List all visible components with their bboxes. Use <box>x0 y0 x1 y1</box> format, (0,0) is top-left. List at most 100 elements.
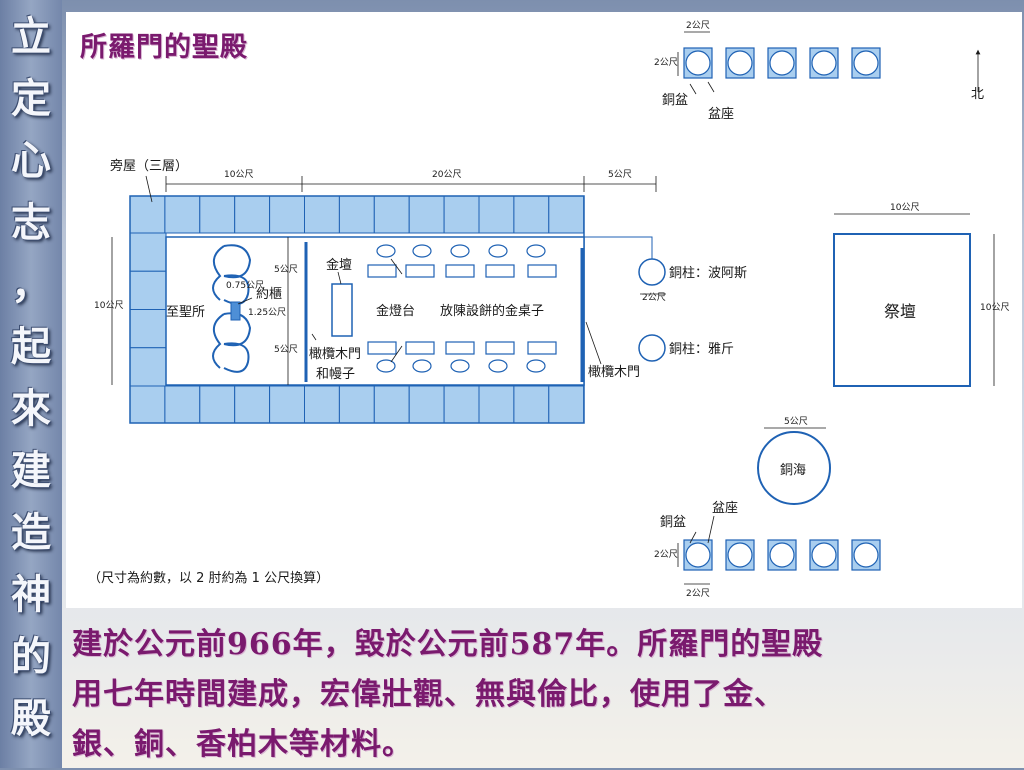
side-room-cell <box>338 195 375 234</box>
side-room-cell <box>199 385 236 424</box>
side-room-cell <box>478 195 515 234</box>
bronze-basin <box>769 542 795 568</box>
label-dim-5m-upper: 5公尺 <box>274 264 298 275</box>
label-note: （尺寸為約數，以 2 肘約為 1 公尺換算） <box>88 570 329 586</box>
caption: 建於公元前966年，毀於公元前587年。所羅門的聖殿 用七年時間建成，宏偉壯觀、… <box>72 620 1012 770</box>
side-room-cell <box>129 195 166 234</box>
bronze-sea <box>757 431 831 505</box>
lampstands-and-tables <box>367 244 557 373</box>
side-banner: 立定心志，起來建造神的殿 <box>0 0 62 768</box>
label-dim-20m-top: 20公尺 <box>432 169 461 180</box>
banner-char: 造 <box>11 510 51 556</box>
showbread-table <box>485 264 515 278</box>
pointer-lines <box>145 49 981 544</box>
side-room-cell <box>234 385 271 424</box>
banner-char: 建 <box>11 448 51 494</box>
slide-title: 所羅門的聖殿 <box>80 32 248 63</box>
bronze-basin <box>727 50 753 76</box>
label-dim-125: 1.25公尺 <box>248 307 286 318</box>
label-holy-of-holies: 至聖所 <box>166 305 205 320</box>
bronze-basin <box>727 542 753 568</box>
label-stand-bottom: 盆座 <box>712 501 738 516</box>
cherubim-wings <box>212 244 252 373</box>
lampstand <box>526 244 546 258</box>
side-room-cell <box>304 385 340 424</box>
label-outer-door: 橄欖木門 <box>588 365 640 380</box>
porch-connector-top <box>584 236 653 259</box>
banner-char: 志 <box>11 200 51 246</box>
label-lampstands: 金燈台 <box>376 303 415 319</box>
banner-char: 神 <box>11 572 51 618</box>
pillar-boaz <box>638 258 666 286</box>
lampstand <box>526 359 546 373</box>
caption-line-3: 銀、銅、香柏木等材料。 <box>72 727 413 762</box>
banner-char: 定 <box>11 76 51 122</box>
side-room-cell <box>338 385 375 424</box>
showbread-table <box>445 264 475 278</box>
label-showbread-tables: 放陳設餅的金桌子 <box>440 303 544 319</box>
label-dim-5m-top: 5公尺 <box>608 169 632 180</box>
showbread-table <box>527 341 557 355</box>
altar-square <box>833 233 971 387</box>
label-bronze-sea: 銅海 <box>780 463 806 478</box>
banner-char: 來 <box>11 386 51 432</box>
lampstand <box>488 359 508 373</box>
label-ark: 約櫃 <box>256 287 282 302</box>
banner-char: 的 <box>11 634 51 680</box>
label-dim-2m-c: 2公尺 <box>654 549 678 560</box>
bronze-basin <box>811 542 837 568</box>
banner-char: 起 <box>11 324 51 370</box>
lampstand <box>450 244 470 258</box>
label-side-rooms: 旁屋（三層） <box>110 158 188 174</box>
label-stand-top: 盆座 <box>708 107 734 122</box>
side-room-cell <box>408 195 445 234</box>
lampstand <box>488 244 508 258</box>
banner-char: 心 <box>11 138 51 184</box>
label-pillar-jachin: 銅柱：雅斤 <box>669 342 734 357</box>
caption-line-1: 建於公元前966年，毀於公元前587年。所羅門的聖殿 <box>72 627 824 662</box>
side-room-cell <box>478 385 515 424</box>
side-room-cell <box>548 385 585 424</box>
label-inner-veil: 和幔子 <box>316 367 355 382</box>
showbread-table <box>405 264 435 278</box>
pillar-jachin <box>638 334 666 362</box>
side-room-cell <box>408 385 445 424</box>
side-room-cell <box>513 195 550 234</box>
temple-floor-plan: 旁屋（三層） 10公尺 20公尺 5公尺 10公尺 5公尺 5公尺 0.75公尺… <box>66 12 1022 608</box>
label-golden-altar: 金壇 <box>326 257 352 273</box>
golden-altar <box>331 283 353 337</box>
basins-top-row <box>683 47 881 79</box>
ark-of-covenant <box>230 301 241 321</box>
showbread-table <box>485 341 515 355</box>
side-room-cell <box>443 385 480 424</box>
label-dim-10m-altar-top: 10公尺 <box>890 202 919 213</box>
lampstand <box>412 359 432 373</box>
showbread-table <box>367 341 397 355</box>
side-room-cell <box>269 195 306 234</box>
bronze-basin <box>685 542 711 568</box>
floor-plan-svg: 旁屋（三層） 10公尺 20公尺 5公尺 10公尺 5公尺 5公尺 0.75公尺… <box>88 20 1009 599</box>
dimension-lines <box>111 31 995 585</box>
side-room-cell <box>373 195 410 234</box>
side-room-cell <box>199 195 236 234</box>
lampstand <box>450 359 470 373</box>
banner-char: ， <box>11 262 51 308</box>
bronze-basin <box>685 50 711 76</box>
side-room-cell <box>129 385 166 424</box>
side-room-cell <box>513 385 550 424</box>
lampstand <box>376 244 396 258</box>
label-altar: 祭壇 <box>884 302 916 321</box>
side-room-cell <box>129 232 167 272</box>
showbread-table <box>367 264 397 278</box>
side-room-cell <box>129 309 167 349</box>
side-room-cell <box>164 195 201 234</box>
label-dim-10m-left: 10公尺 <box>94 300 123 311</box>
banner-char: 立 <box>11 14 51 60</box>
label-dim-2m-b: 2公尺 <box>654 57 678 68</box>
label-dim-10m-top: 10公尺 <box>224 169 253 180</box>
label-dim-5m-sea: 5公尺 <box>784 416 808 427</box>
side-room-cell <box>164 385 201 424</box>
showbread-table <box>527 264 557 278</box>
caption-line-2: 用七年時間建成，宏偉壯觀、無與倫比，使用了金、 <box>72 677 785 712</box>
side-room-cell <box>129 270 167 310</box>
